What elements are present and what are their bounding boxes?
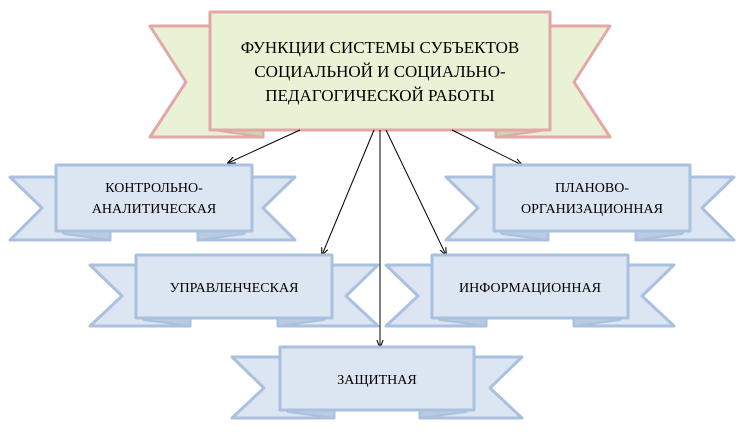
banner-information: ИНФОРМАЦИОННАЯ (384, 253, 676, 328)
banner-protective: ЗАЩИТНАЯ (230, 345, 524, 420)
banner-planning-panel (492, 163, 692, 233)
banner-information-panel (430, 253, 630, 320)
title-banner: ФУНКЦИИ СИСТЕМЫ СУБЪЕКТОВ СОЦИАЛЬНОЙ И С… (148, 10, 612, 139)
arrow-to-control (228, 129, 301, 163)
label-management: УПРАВЛЕНЧЕСКАЯ (170, 281, 299, 296)
label-information: ИНФОРМАЦИОННАЯ (459, 281, 601, 296)
title-line-3: ПЕДАГОГИЧЕСКОЙ РАБОТЫ (265, 86, 495, 105)
title-line-2: СОЦИАЛЬНОЙ И СОЦИАЛЬНО- (254, 62, 506, 81)
label-protective: ЗАЩИТНАЯ (337, 373, 416, 388)
title-banner-panel (208, 10, 552, 132)
banner-management-panel (134, 253, 334, 320)
banner-management: УПРАВЛЕНЧЕСКАЯ (88, 253, 380, 328)
arrow-to-management (322, 129, 375, 255)
arrow-to-planning (451, 129, 522, 165)
banner-control-panel (54, 163, 254, 233)
arrow-to-information (385, 129, 446, 255)
banner-planning-organizational: ПЛАНОВО- ОРГАНИЗАЦИОННАЯ (444, 163, 736, 242)
banner-control-analytical: КОНТРОЛЬНО- АНАЛИТИЧЕСКАЯ (8, 163, 297, 242)
title-line-1: ФУНКЦИИ СИСТЕМЫ СУБЪЕКТОВ (241, 38, 520, 57)
label-planning-line-1: ПЛАНОВО- (555, 181, 629, 196)
banner-protective-panel (278, 345, 476, 412)
label-control-line-1: КОНТРОЛЬНО- (105, 181, 203, 196)
connector-arrows (228, 129, 522, 347)
label-control-line-2: АНАЛИТИЧЕСКАЯ (92, 202, 216, 217)
label-planning-line-2: ОРГАНИЗАЦИОННАЯ (521, 202, 663, 217)
